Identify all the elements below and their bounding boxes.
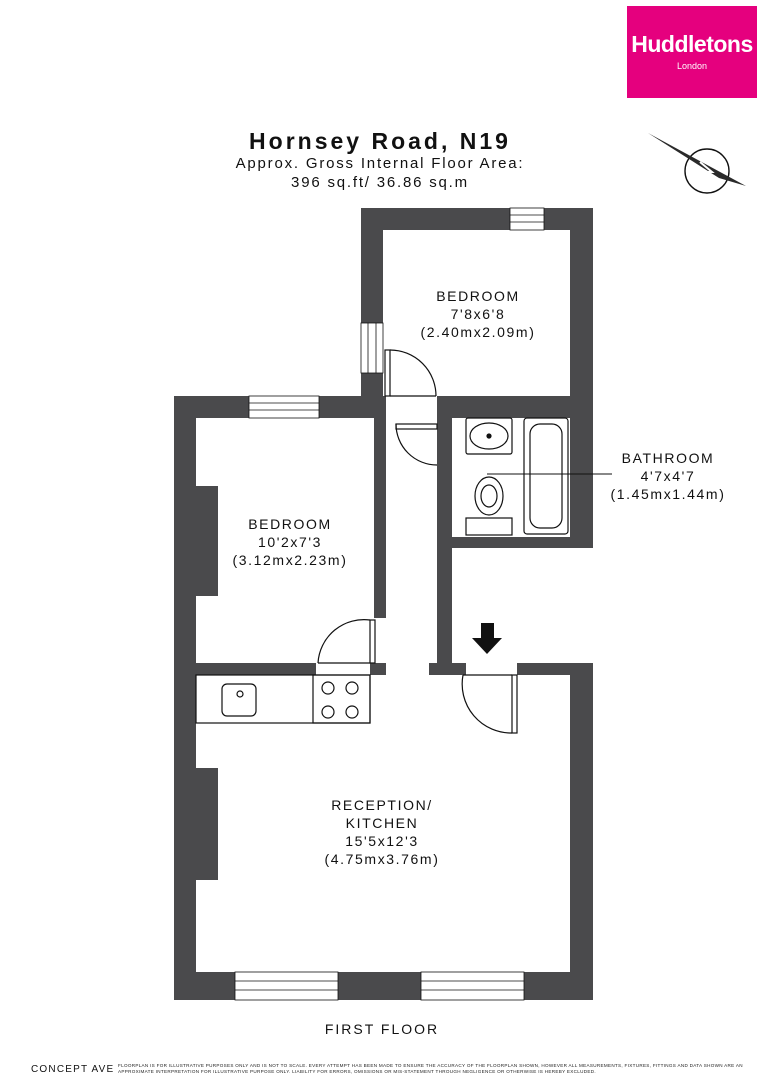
room-name-line-2: KITCHEN xyxy=(345,815,419,831)
room-name-line-1: RECEPTION/ xyxy=(331,797,433,813)
room-label-bedroom-2: BEDROOM 10'2x7'3 (3.12mx2.23m) xyxy=(210,515,370,569)
room-name: BATHROOM xyxy=(621,450,715,466)
area-line-2: 396 sq.ft/ 36.86 sq.m xyxy=(291,174,469,191)
bathroom-fixtures xyxy=(465,417,612,536)
room-dims-metric: (1.45mx1.44m) xyxy=(610,486,726,502)
room-dims-metric: (4.75mx3.76m) xyxy=(324,851,440,867)
room-name: BEDROOM xyxy=(436,288,520,304)
doors xyxy=(317,349,518,734)
footer-brand: CONCEPT AVE xyxy=(31,1064,115,1075)
property-title: Hornsey Road, N19 xyxy=(249,128,511,154)
footer-disclaimer: Floorplan is for illustrative purposes o… xyxy=(118,1063,743,1074)
entrance-arrow-icon xyxy=(472,623,502,654)
brand-city: London xyxy=(676,61,708,71)
room-name: BEDROOM xyxy=(248,516,332,532)
area-line-1: Approx. Gross Internal Floor Area: xyxy=(235,155,525,172)
room-dims-imperial: 10'2x7'3 xyxy=(257,534,323,550)
room-dims-imperial: 7'8x6'8 xyxy=(450,306,506,322)
kitchen-counter xyxy=(195,674,371,724)
room-label-reception-kitchen: RECEPTION/ KITCHEN 15'5x12'3 (4.75mx3.76… xyxy=(300,796,464,868)
room-dims-metric: (2.40mx2.09m) xyxy=(420,324,536,340)
brand-name: Huddletons xyxy=(631,31,753,57)
floor-label: FIRST FLOOR xyxy=(324,1021,440,1037)
windows xyxy=(234,207,545,1001)
room-label-bedroom-1: BEDROOM 7'8x6'8 (2.40mx2.09m) xyxy=(398,287,558,341)
room-dims-metric: (3.12mx2.23m) xyxy=(232,552,348,568)
brand-logo: Huddletons London xyxy=(627,6,757,98)
compass-north-icon xyxy=(648,133,746,194)
room-dims-imperial: 15'5x12'3 xyxy=(345,833,419,849)
room-dims-imperial: 4'7x4'7 xyxy=(640,468,696,484)
plan-header: Hornsey Road, N19 Approx. Gross Internal… xyxy=(170,128,590,192)
room-label-bathroom: BATHROOM 4'7x4'7 (1.45mx1.44m) xyxy=(588,449,748,503)
